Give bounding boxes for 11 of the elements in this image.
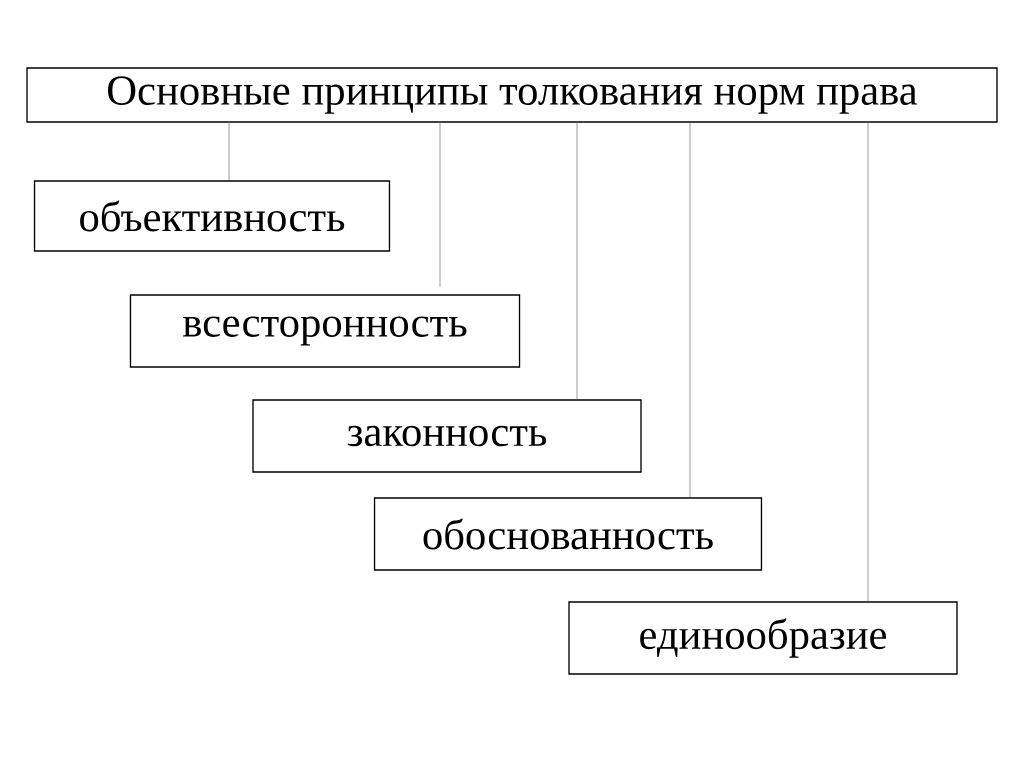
- connector-line: [228, 122, 230, 181]
- principle-box: объективность: [33, 180, 391, 252]
- principle-box: всесторонность: [129, 294, 521, 368]
- principle-box: законность: [252, 399, 642, 473]
- connector-line: [439, 122, 441, 288]
- connector-line: [689, 122, 691, 498]
- principle-box: обоснованность: [373, 497, 763, 571]
- title-box: Основные принципы толкования норм права: [26, 67, 998, 123]
- connector-line: [867, 122, 869, 602]
- connector-line: [576, 122, 578, 400]
- principle-box: единообразие: [568, 601, 958, 675]
